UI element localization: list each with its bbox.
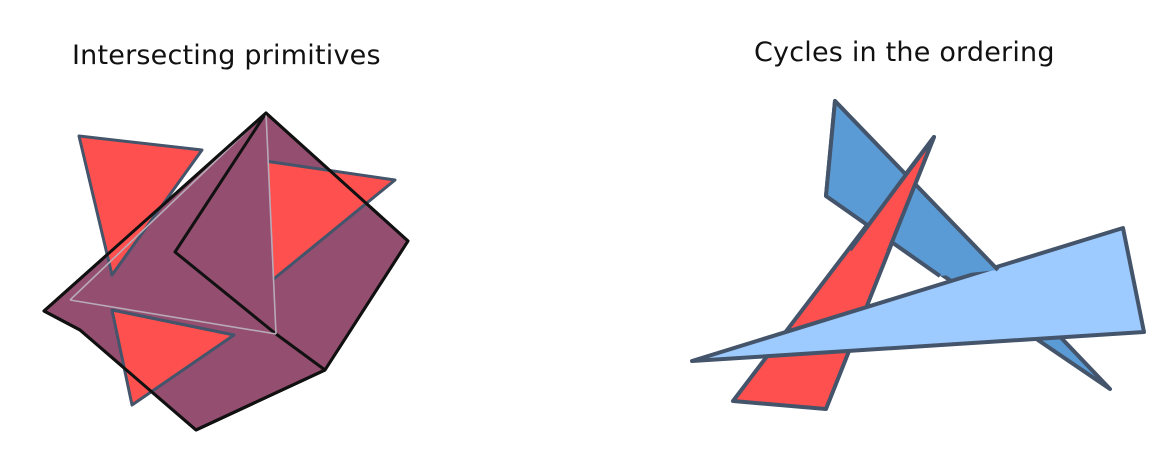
purple-face-center-right bbox=[70, 252, 276, 334]
panel-title-intersecting-primitives: Intersecting primitives bbox=[72, 40, 381, 71]
purple-face-center-left bbox=[175, 113, 276, 334]
intersecting-primitives-figure bbox=[42, 111, 410, 432]
light-edge-2 bbox=[69, 299, 277, 335]
red-triangle-top-left bbox=[77, 134, 204, 277]
purple-polyhedron-outline bbox=[42, 111, 410, 432]
panel-title-cycles-in-ordering: Cycles in the ordering bbox=[754, 37, 1055, 68]
light-edge-1 bbox=[69, 112, 267, 301]
inner-edge-top bbox=[173, 112, 277, 336]
red-triangle-top-edge bbox=[848, 135, 936, 253]
red-triangle-bottom bbox=[110, 308, 236, 407]
light-edge-3 bbox=[265, 112, 277, 335]
cycles-ordering-figure bbox=[690, 99, 1146, 411]
light-blue-triangle bbox=[690, 226, 1146, 363]
inner-edge-mid bbox=[275, 332, 326, 372]
